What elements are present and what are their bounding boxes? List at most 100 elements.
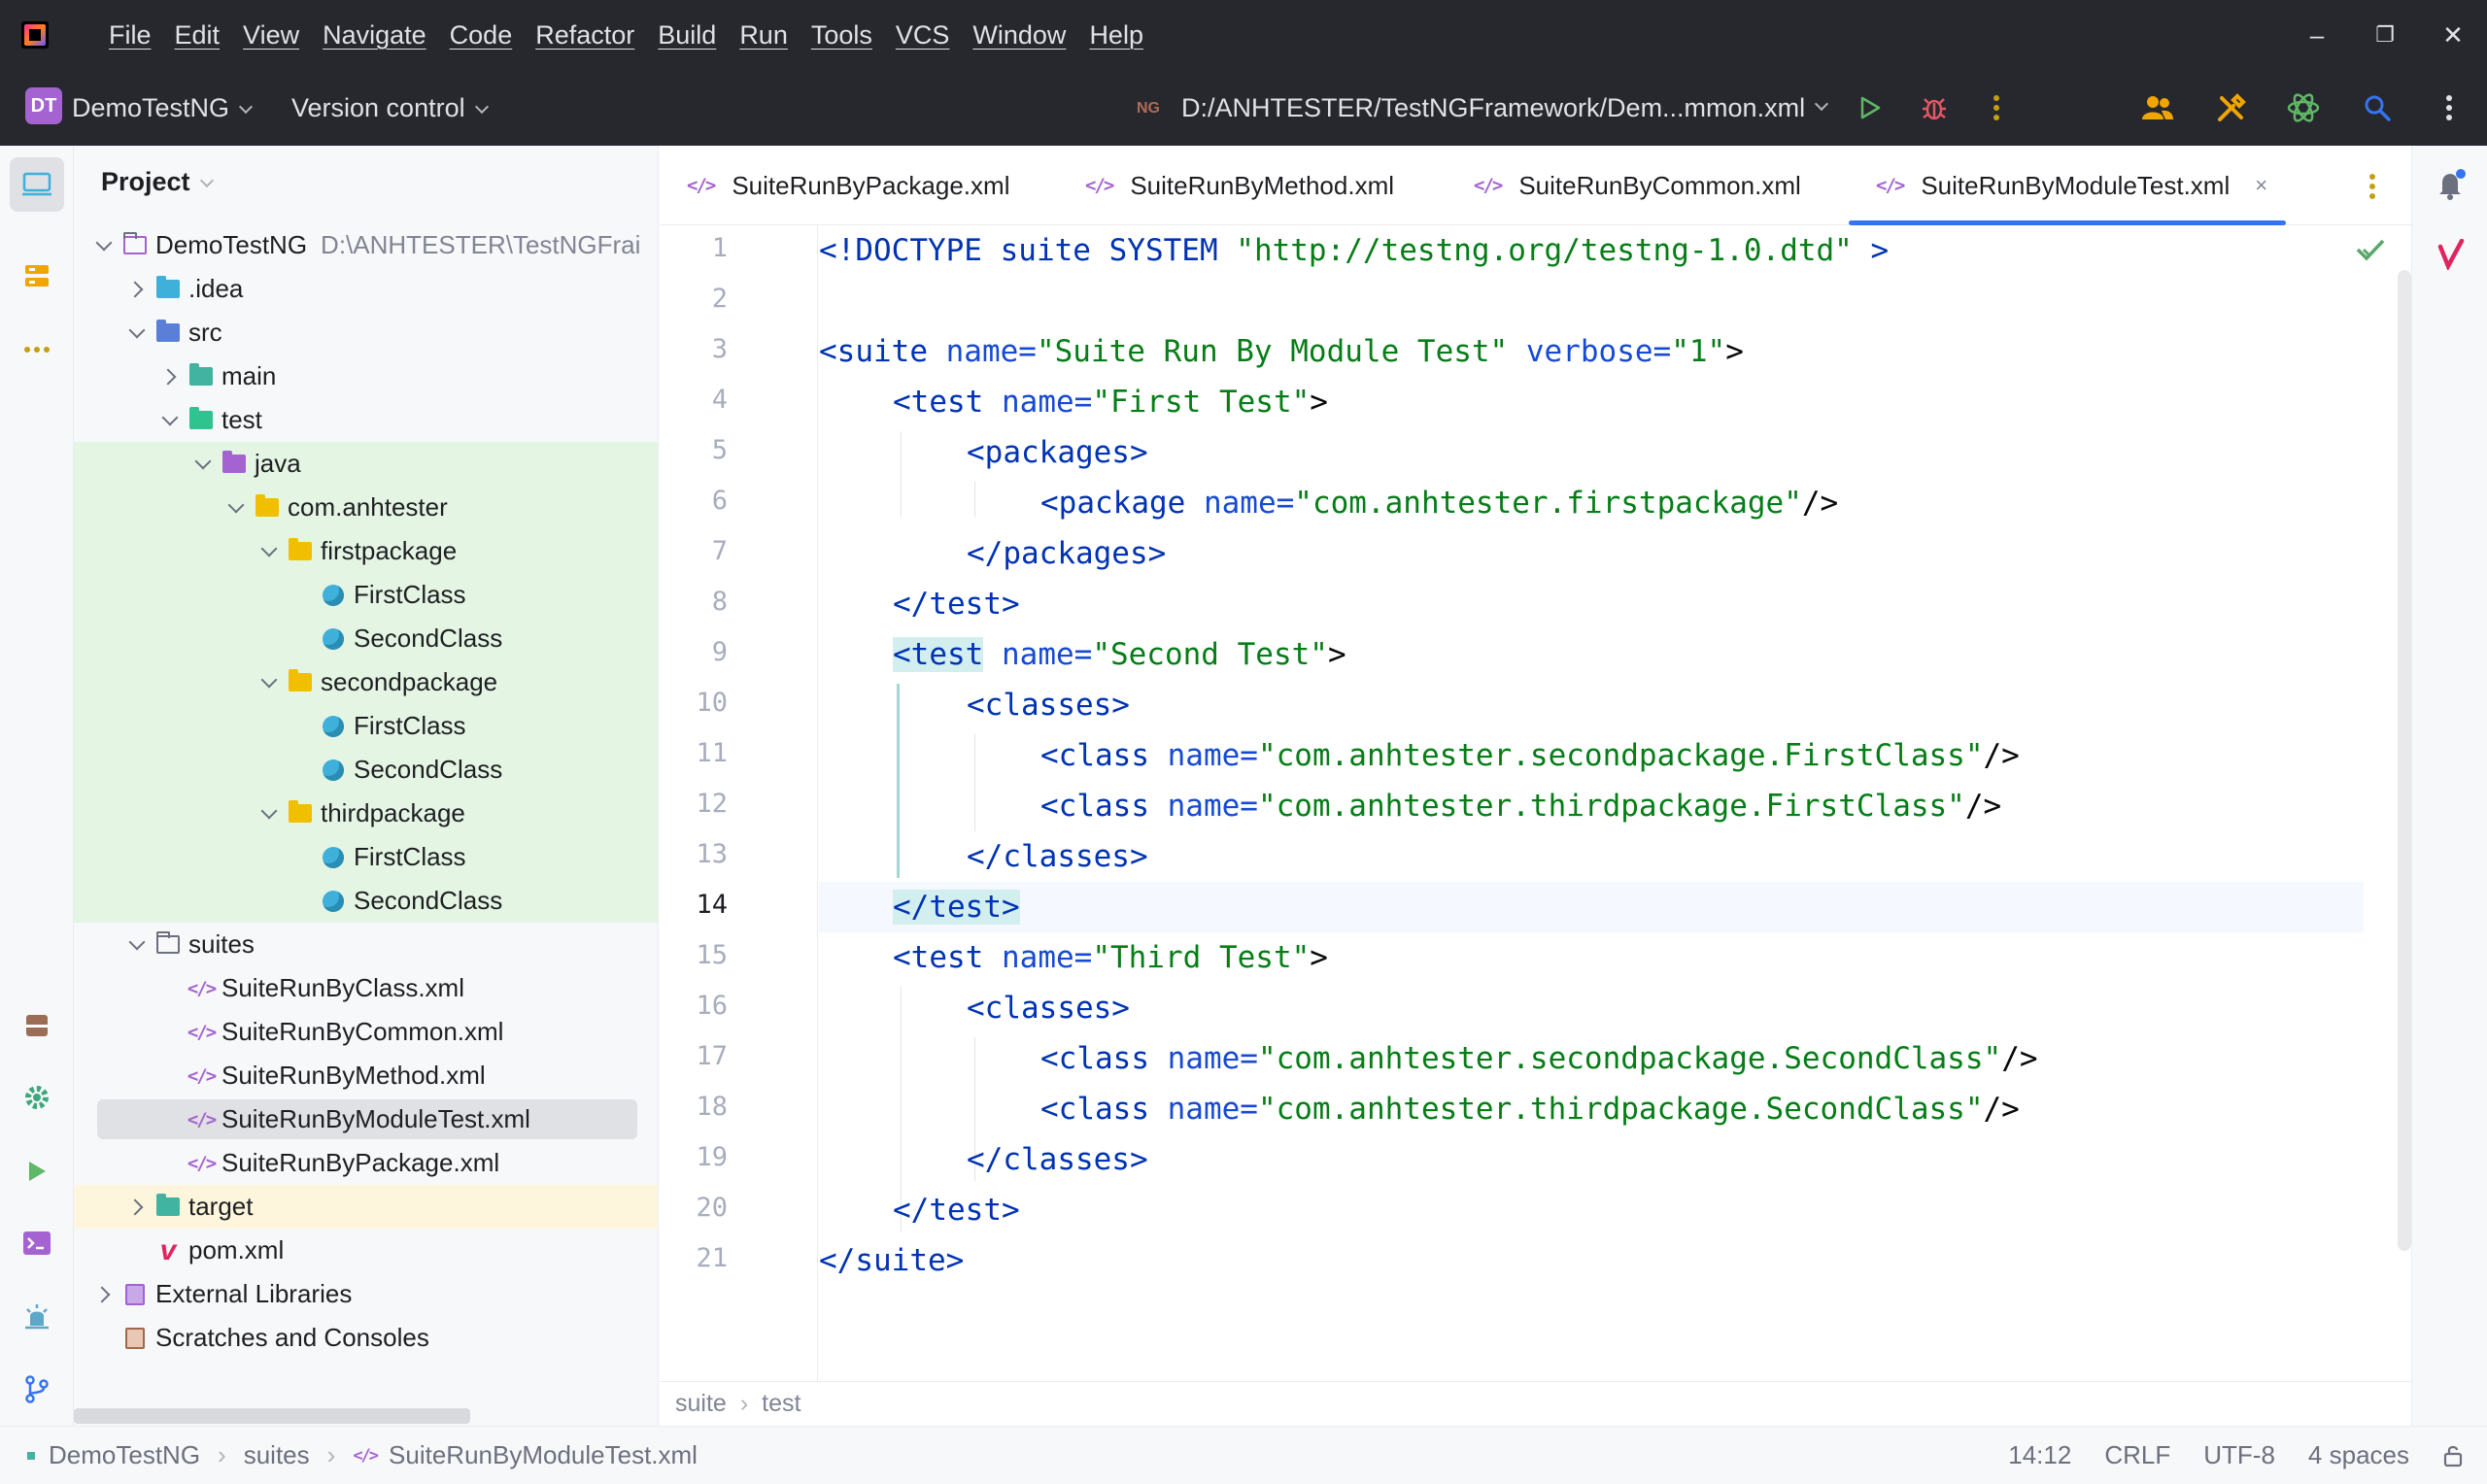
build-tools-icon[interactable]: [2213, 89, 2250, 126]
tab-more-icon[interactable]: [2368, 173, 2376, 200]
services-gear-icon[interactable]: [17, 1078, 56, 1117]
expand-arrow-icon[interactable]: [93, 235, 115, 256]
debug-icon[interactable]: [1916, 89, 1953, 126]
expand-arrow-icon[interactable]: [225, 497, 247, 519]
expand-arrow-icon[interactable]: [126, 934, 148, 956]
horizontal-scrollbar[interactable]: [74, 1408, 470, 1424]
tree-item-secondclass[interactable]: SecondClass: [74, 748, 658, 792]
collapse-arrow-icon[interactable]: [159, 366, 181, 388]
tree-item-suiterunbymethod[interactable]: </> SuiteRunByMethod.xml: [74, 1054, 658, 1097]
caret-position[interactable]: 14:12: [2008, 1440, 2072, 1469]
tab-close-icon[interactable]: ×: [2255, 173, 2268, 197]
version-control-selector[interactable]: Version control: [291, 93, 489, 123]
tree-item-suiterunbypackage[interactable]: </> SuiteRunByPackage.xml: [74, 1141, 658, 1185]
tree-item-src[interactable]: src: [74, 311, 658, 354]
tree-item-com-anhtester[interactable]: com.anhtester: [74, 486, 658, 529]
menu-help[interactable]: Help: [1089, 19, 1143, 50]
tree-item-java[interactable]: java: [74, 442, 658, 486]
git-tool-icon[interactable]: [17, 1369, 56, 1408]
expand-arrow-icon[interactable]: [258, 541, 280, 562]
run-tool-icon[interactable]: [17, 1152, 56, 1191]
menu-navigate[interactable]: Navigate: [323, 19, 426, 50]
collapse-arrow-icon[interactable]: [93, 1284, 115, 1305]
notifications-bell-icon[interactable]: [2432, 165, 2470, 204]
maven-icon[interactable]: [2432, 235, 2470, 274]
project-badge[interactable]: DT: [25, 87, 62, 124]
tree-item-test[interactable]: test: [74, 398, 658, 442]
search-icon[interactable]: [2359, 89, 2396, 126]
status-path-item[interactable]: suites: [243, 1440, 310, 1469]
menu-view[interactable]: View: [243, 19, 300, 50]
bookmarks-tool-icon[interactable]: [17, 1006, 56, 1045]
menu-vcs[interactable]: VCS: [895, 19, 950, 50]
ai-assistant-icon[interactable]: [2285, 89, 2322, 126]
project-tool-icon[interactable]: [10, 157, 64, 212]
tab-suiterunbypackage[interactable]: </> SuiteRunByPackage.xml: [660, 146, 1058, 225]
tree-item-idea[interactable]: .idea: [74, 267, 658, 311]
line-separator[interactable]: CRLF: [2104, 1440, 2171, 1469]
tree-item-demotestng[interactable]: DemoTestNG D:\ANHTESTER\TestNGFrai: [74, 223, 658, 267]
tree-item-firstclass[interactable]: FirstClass: [74, 573, 658, 617]
project-panel-header[interactable]: Project: [101, 167, 214, 197]
expand-arrow-icon[interactable]: [192, 454, 214, 475]
run-icon[interactable]: [1852, 89, 1889, 126]
tree-item-firstclass[interactable]: FirstClass: [74, 704, 658, 748]
menu-file[interactable]: File: [109, 19, 152, 50]
tree-item-suites[interactable]: suites: [74, 923, 658, 966]
file-encoding[interactable]: UTF-8: [2203, 1440, 2275, 1469]
lock-icon[interactable]: [2442, 1444, 2464, 1467]
tree-item-suiterunbymoduletest[interactable]: </> SuiteRunByModuleTest.xml: [74, 1097, 658, 1141]
tree-item-thirdpackage[interactable]: thirdpackage: [74, 792, 658, 835]
tree-item-secondpackage[interactable]: secondpackage: [74, 660, 658, 704]
run-configuration-selector[interactable]: NG D:/ANHTESTER/TestNGFramework/Dem...mm…: [1137, 93, 1829, 123]
problems-tool-icon[interactable]: [17, 1298, 56, 1336]
menu-run[interactable]: Run: [739, 19, 788, 50]
expand-arrow-icon[interactable]: [159, 410, 181, 431]
tree-item-firstclass[interactable]: FirstClass: [74, 835, 658, 879]
menu-edit[interactable]: Edit: [174, 19, 221, 50]
menu-refactor[interactable]: Refactor: [535, 19, 635, 50]
status-path-item[interactable]: DemoTestNG: [49, 1440, 201, 1469]
tree-item-secondclass[interactable]: SecondClass: [74, 617, 658, 660]
breadcrumb-item[interactable]: suite: [675, 1390, 727, 1417]
tree-item-pom[interactable]: v pom.xml: [74, 1229, 658, 1272]
intellij-logo-icon[interactable]: [21, 21, 49, 49]
collapse-arrow-icon[interactable]: [126, 279, 148, 300]
tab-suiterunbymethod[interactable]: </> SuiteRunByMethod.xml: [1058, 146, 1447, 225]
expand-arrow-icon[interactable]: [258, 672, 280, 693]
settings-menu-icon[interactable]: [2431, 89, 2468, 126]
status-path-item[interactable]: SuiteRunByModuleTest.xml: [389, 1440, 698, 1469]
tree-item-main[interactable]: main: [74, 354, 658, 398]
menu-window[interactable]: Window: [972, 19, 1067, 50]
restore-button[interactable]: ❐: [2375, 22, 2395, 47]
vertical-scrollbar[interactable]: [2398, 270, 2411, 1251]
menu-code[interactable]: Code: [449, 19, 513, 50]
menu-build[interactable]: Build: [658, 19, 717, 50]
indent-setting[interactable]: 4 spaces: [2307, 1440, 2409, 1469]
package-icon: [288, 538, 313, 564]
tree-item-external-libraries[interactable]: External Libraries: [74, 1272, 658, 1316]
structure-tool-icon[interactable]: [17, 256, 56, 295]
minimize-button[interactable]: –: [2309, 19, 2325, 50]
collapse-arrow-icon[interactable]: [126, 1197, 148, 1218]
more-tools-icon[interactable]: [17, 330, 56, 369]
tree-item-suiterunbycommon[interactable]: </> SuiteRunByCommon.xml: [74, 1010, 658, 1054]
tree-item-target[interactable]: target: [74, 1185, 658, 1229]
code-text-area[interactable]: <!DOCTYPE suite SYSTEM "http://testng.or…: [819, 225, 2364, 1381]
more-actions-icon[interactable]: [1978, 89, 2015, 126]
inspection-ok-icon[interactable]: [2355, 237, 2386, 262]
terminal-tool-icon[interactable]: [17, 1224, 56, 1263]
expand-arrow-icon[interactable]: [126, 322, 148, 344]
tree-item-secondclass[interactable]: SecondClass: [74, 879, 658, 923]
tree-item-firstpackage[interactable]: firstpackage: [74, 529, 658, 573]
project-selector[interactable]: DemoTestNG: [72, 93, 254, 123]
menu-tools[interactable]: Tools: [810, 19, 872, 50]
expand-arrow-icon[interactable]: [258, 803, 280, 825]
tree-item-scratches[interactable]: Scratches and Consoles: [74, 1316, 658, 1360]
tab-suiterunbymoduletest[interactable]: </> SuiteRunByModuleTest.xml ×: [1849, 146, 2286, 225]
breadcrumb-item[interactable]: test: [762, 1390, 801, 1417]
code-with-me-icon[interactable]: [2139, 89, 2176, 126]
tab-suiterunbycommon[interactable]: </> SuiteRunByCommon.xml: [1447, 146, 1849, 225]
close-window-button[interactable]: ✕: [2442, 19, 2464, 50]
tree-item-suiterunbyclass[interactable]: </> SuiteRunByClass.xml: [74, 966, 658, 1010]
